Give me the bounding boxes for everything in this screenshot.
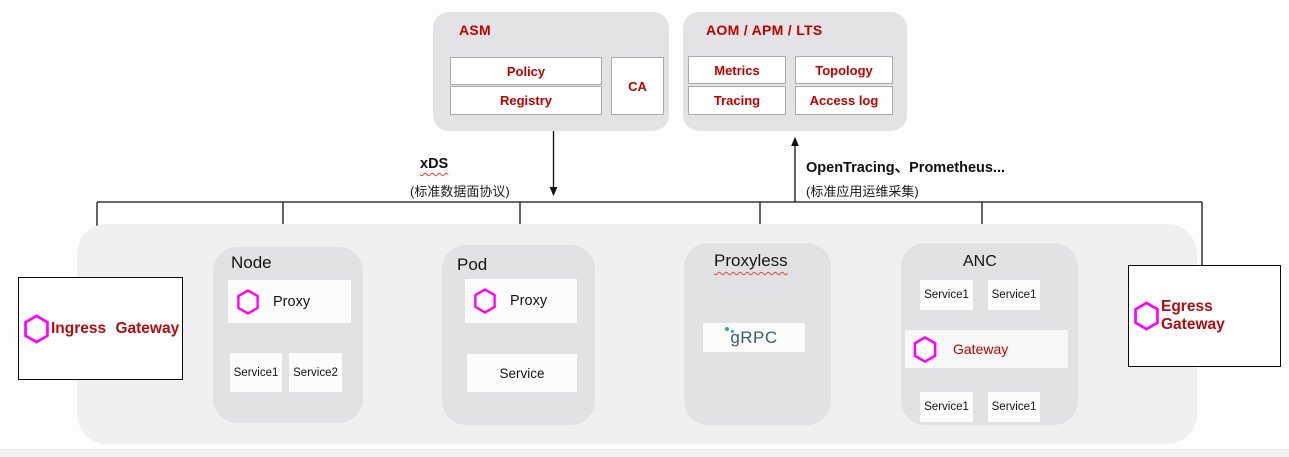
aom-tracing-box: Tracing	[688, 86, 786, 115]
asm-title: ASM	[459, 22, 492, 38]
grpc-logo: gRPC	[725, 326, 778, 348]
node-service2-box: Service2	[289, 353, 342, 392]
asm-ca-box: CA	[611, 57, 664, 115]
proxy-hexagon-icon	[474, 288, 496, 314]
egress-hexagon-icon	[1134, 301, 1159, 331]
ingress-gateway-box: Ingress Gateway	[18, 277, 183, 380]
anc-service-top-2: Service1	[988, 280, 1040, 310]
proxyless-group: Proxyless gRPC	[684, 243, 831, 425]
pod-title: Pod	[457, 255, 488, 274]
ingress-hexagon-icon	[24, 313, 49, 344]
asm-registry-box: Registry	[450, 86, 602, 115]
grpc-logo-dot2-icon	[731, 329, 735, 333]
pod-service-box: Service	[467, 354, 577, 392]
node-proxy-box: Proxy	[228, 280, 351, 323]
pod-proxy-box: Proxy	[465, 279, 577, 323]
anc-service-top-1: Service1	[920, 280, 973, 310]
anc-group: ANC Service1 Service1 Gateway Service1 S…	[901, 243, 1078, 425]
egress-gateway-label: Egress Gateway	[1161, 298, 1225, 333]
node-service1-box: Service1	[230, 353, 282, 392]
grpc-logo-box: gRPC	[703, 323, 805, 352]
grpc-logo-dot-icon	[725, 326, 730, 331]
aom-title: AOM / APM / LTS	[706, 22, 823, 38]
anc-service-bottom-1: Service1	[920, 392, 973, 422]
pod-proxy-label: Proxy	[510, 293, 548, 309]
ingress-gateway-label: Ingress Gateway	[51, 319, 180, 337]
telemetry-sublabel: (标准应用运维采集)	[806, 184, 919, 199]
grpc-logo-text: gRPC	[730, 327, 778, 347]
anc-title: ANC	[963, 253, 997, 270]
bottom-edge-strip	[0, 449, 1289, 457]
proxyless-title: Proxyless	[714, 251, 788, 270]
xds-sublabel: (标准数据面协议)	[410, 184, 510, 199]
node-group: Node Proxy Service1 Service2	[213, 247, 363, 423]
aom-accesslog-box: Access log	[795, 86, 893, 115]
aom-group: AOM / APM / LTS Metrics Topology Tracing…	[683, 12, 907, 131]
anc-gateway-label: Gateway	[953, 341, 1009, 357]
node-proxy-label: Proxy	[273, 293, 311, 310]
gateway-hexagon-icon	[913, 335, 937, 363]
node-title: Node	[231, 253, 272, 272]
aom-topology-box: Topology	[795, 56, 893, 84]
xds-label: xDS	[420, 156, 449, 172]
telemetry-label: OpenTracing、Prometheus...	[806, 160, 1006, 176]
aom-metrics-box: Metrics	[688, 56, 786, 84]
asm-group: ASM Policy Registry CA	[433, 12, 669, 131]
anc-gateway-bar: Gateway	[905, 330, 1068, 368]
pod-group: Pod Proxy Service	[442, 245, 595, 425]
egress-gateway-box: Egress Gateway	[1128, 265, 1281, 367]
asm-policy-box: Policy	[450, 57, 602, 85]
anc-service-bottom-2: Service1	[988, 392, 1040, 422]
proxy-hexagon-icon	[237, 288, 259, 315]
